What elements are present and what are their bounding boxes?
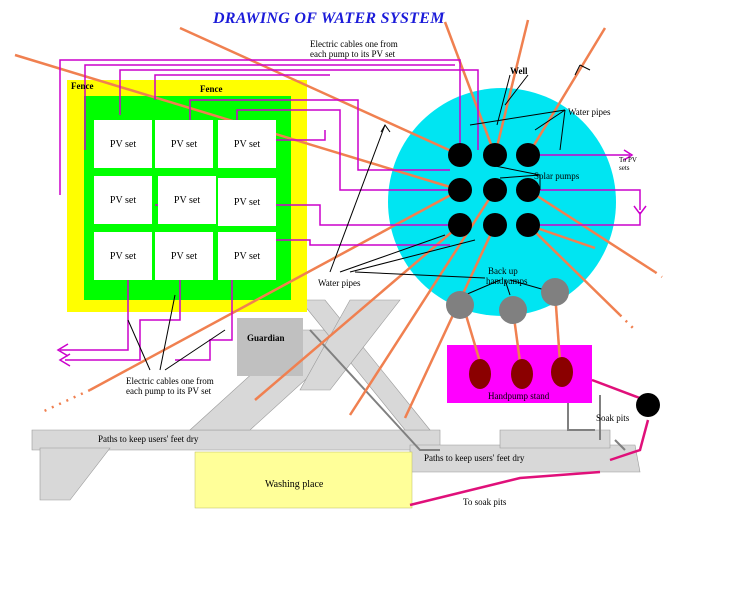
washing-place-label: Washing place	[265, 479, 324, 490]
soak-pit-pipes	[409, 378, 650, 507]
pv-set: PV set	[218, 232, 276, 280]
solar-pump	[483, 143, 507, 167]
path-borders	[309, 329, 626, 451]
pointer-lines	[127, 64, 591, 371]
handpump	[469, 359, 491, 389]
solar-pump	[448, 178, 472, 202]
solar-pump	[448, 213, 472, 237]
guardian-hut	[237, 318, 303, 376]
electric-cables	[59, 59, 641, 361]
handpump-stand-label: Handpump stand	[488, 391, 550, 401]
stand-handpumps	[469, 357, 573, 389]
pv-set: PV set	[94, 176, 152, 224]
pv-set: PV set	[155, 120, 213, 168]
well-label: Well	[510, 66, 528, 76]
backup-handpump	[446, 291, 474, 319]
solar-pumps	[448, 143, 540, 237]
pv-set: PV set	[218, 120, 276, 168]
guardian-label: Guardian	[247, 333, 285, 343]
pointer-arrowheads	[380, 124, 391, 133]
cables-bottom-label-1: Electric cables one from	[126, 376, 214, 386]
solar-pump	[483, 178, 507, 202]
backup-handpump	[541, 278, 569, 306]
backup-label-2: handpumps	[486, 276, 528, 286]
water-pipes-right-label: Water pipes	[568, 107, 611, 117]
paths-left-label: Paths to keep users' feet dry	[98, 434, 199, 444]
pv-set: PV set	[155, 232, 213, 280]
pv-set: PV set	[218, 178, 276, 226]
cables-bottom-label-2: each pump to its PV set	[126, 386, 212, 396]
to-soak-pits-label: To soak pits	[463, 497, 507, 507]
to-pv-label-1: To PV	[619, 156, 637, 164]
washing-place	[194, 451, 413, 509]
pv-set: PV set	[94, 232, 152, 280]
fence-inner-label: Fence	[200, 84, 223, 94]
pipe-ends-dotted	[41, 270, 663, 414]
cable-arrowheads	[56, 149, 647, 367]
to-pv-label-2: sets	[619, 164, 630, 172]
backup-handpump	[499, 296, 527, 324]
paths	[31, 299, 641, 501]
diagram-title: DRAWING OF WATER SYSTEM	[213, 10, 445, 27]
solar-pump	[448, 143, 472, 167]
handpump	[511, 359, 533, 389]
water-pipes-left-label: Water pipes	[318, 278, 361, 288]
solar-pumps-label: Solar pumps	[534, 171, 580, 181]
solar-pump	[516, 143, 540, 167]
soak-pit	[636, 393, 660, 417]
cables-top-label-2: each pump to its PV set	[310, 49, 396, 59]
backup-label-1: Back up	[488, 266, 518, 276]
paths-right-label: Paths to keep users' feet dry	[424, 453, 525, 463]
cables-top-label-1: Electric cables one from	[310, 39, 398, 49]
solar-pump	[483, 213, 507, 237]
solar-pump	[516, 213, 540, 237]
solar-pump	[516, 178, 540, 202]
pv-set: PV set	[158, 176, 216, 224]
soak-pits-label: Soak pits	[596, 413, 630, 423]
fence-outer-label: Fence	[71, 81, 94, 91]
handpump	[551, 357, 573, 387]
well	[388, 88, 616, 316]
backup-handpumps	[446, 278, 569, 324]
pv-set: PV set	[94, 120, 152, 168]
